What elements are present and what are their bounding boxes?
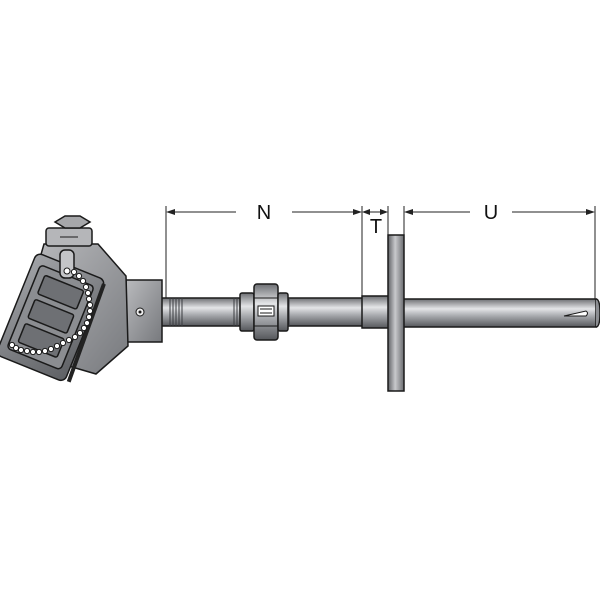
u-arrow-left <box>404 209 413 215</box>
sensor-tip-slot <box>563 310 588 317</box>
sensor-tip <box>595 298 600 328</box>
cover-window-top <box>37 274 85 310</box>
flange <box>387 234 405 392</box>
u-arrow-right <box>586 209 595 215</box>
dimension-t-label: T <box>370 216 382 238</box>
head-thread <box>169 298 183 326</box>
dimension-u-label: U <box>484 202 498 224</box>
n-arrow-left <box>166 209 175 215</box>
connection-head <box>0 215 163 383</box>
cover-window-middle <box>27 299 75 334</box>
dimension-lines <box>165 206 596 300</box>
union-nameplate-mark <box>257 305 275 317</box>
cap-screw <box>53 215 92 229</box>
thermowell-stem <box>397 298 600 328</box>
t-arrow-left <box>362 209 370 215</box>
lag-section <box>361 295 391 329</box>
dimension-arrowheads <box>166 209 595 215</box>
chain <box>8 268 94 356</box>
head-cover <box>0 253 106 383</box>
n-arrow-right <box>353 209 362 215</box>
union-fitting <box>239 283 289 341</box>
t-arrow-right <box>380 209 388 215</box>
dimension-n-label: N <box>257 202 271 224</box>
